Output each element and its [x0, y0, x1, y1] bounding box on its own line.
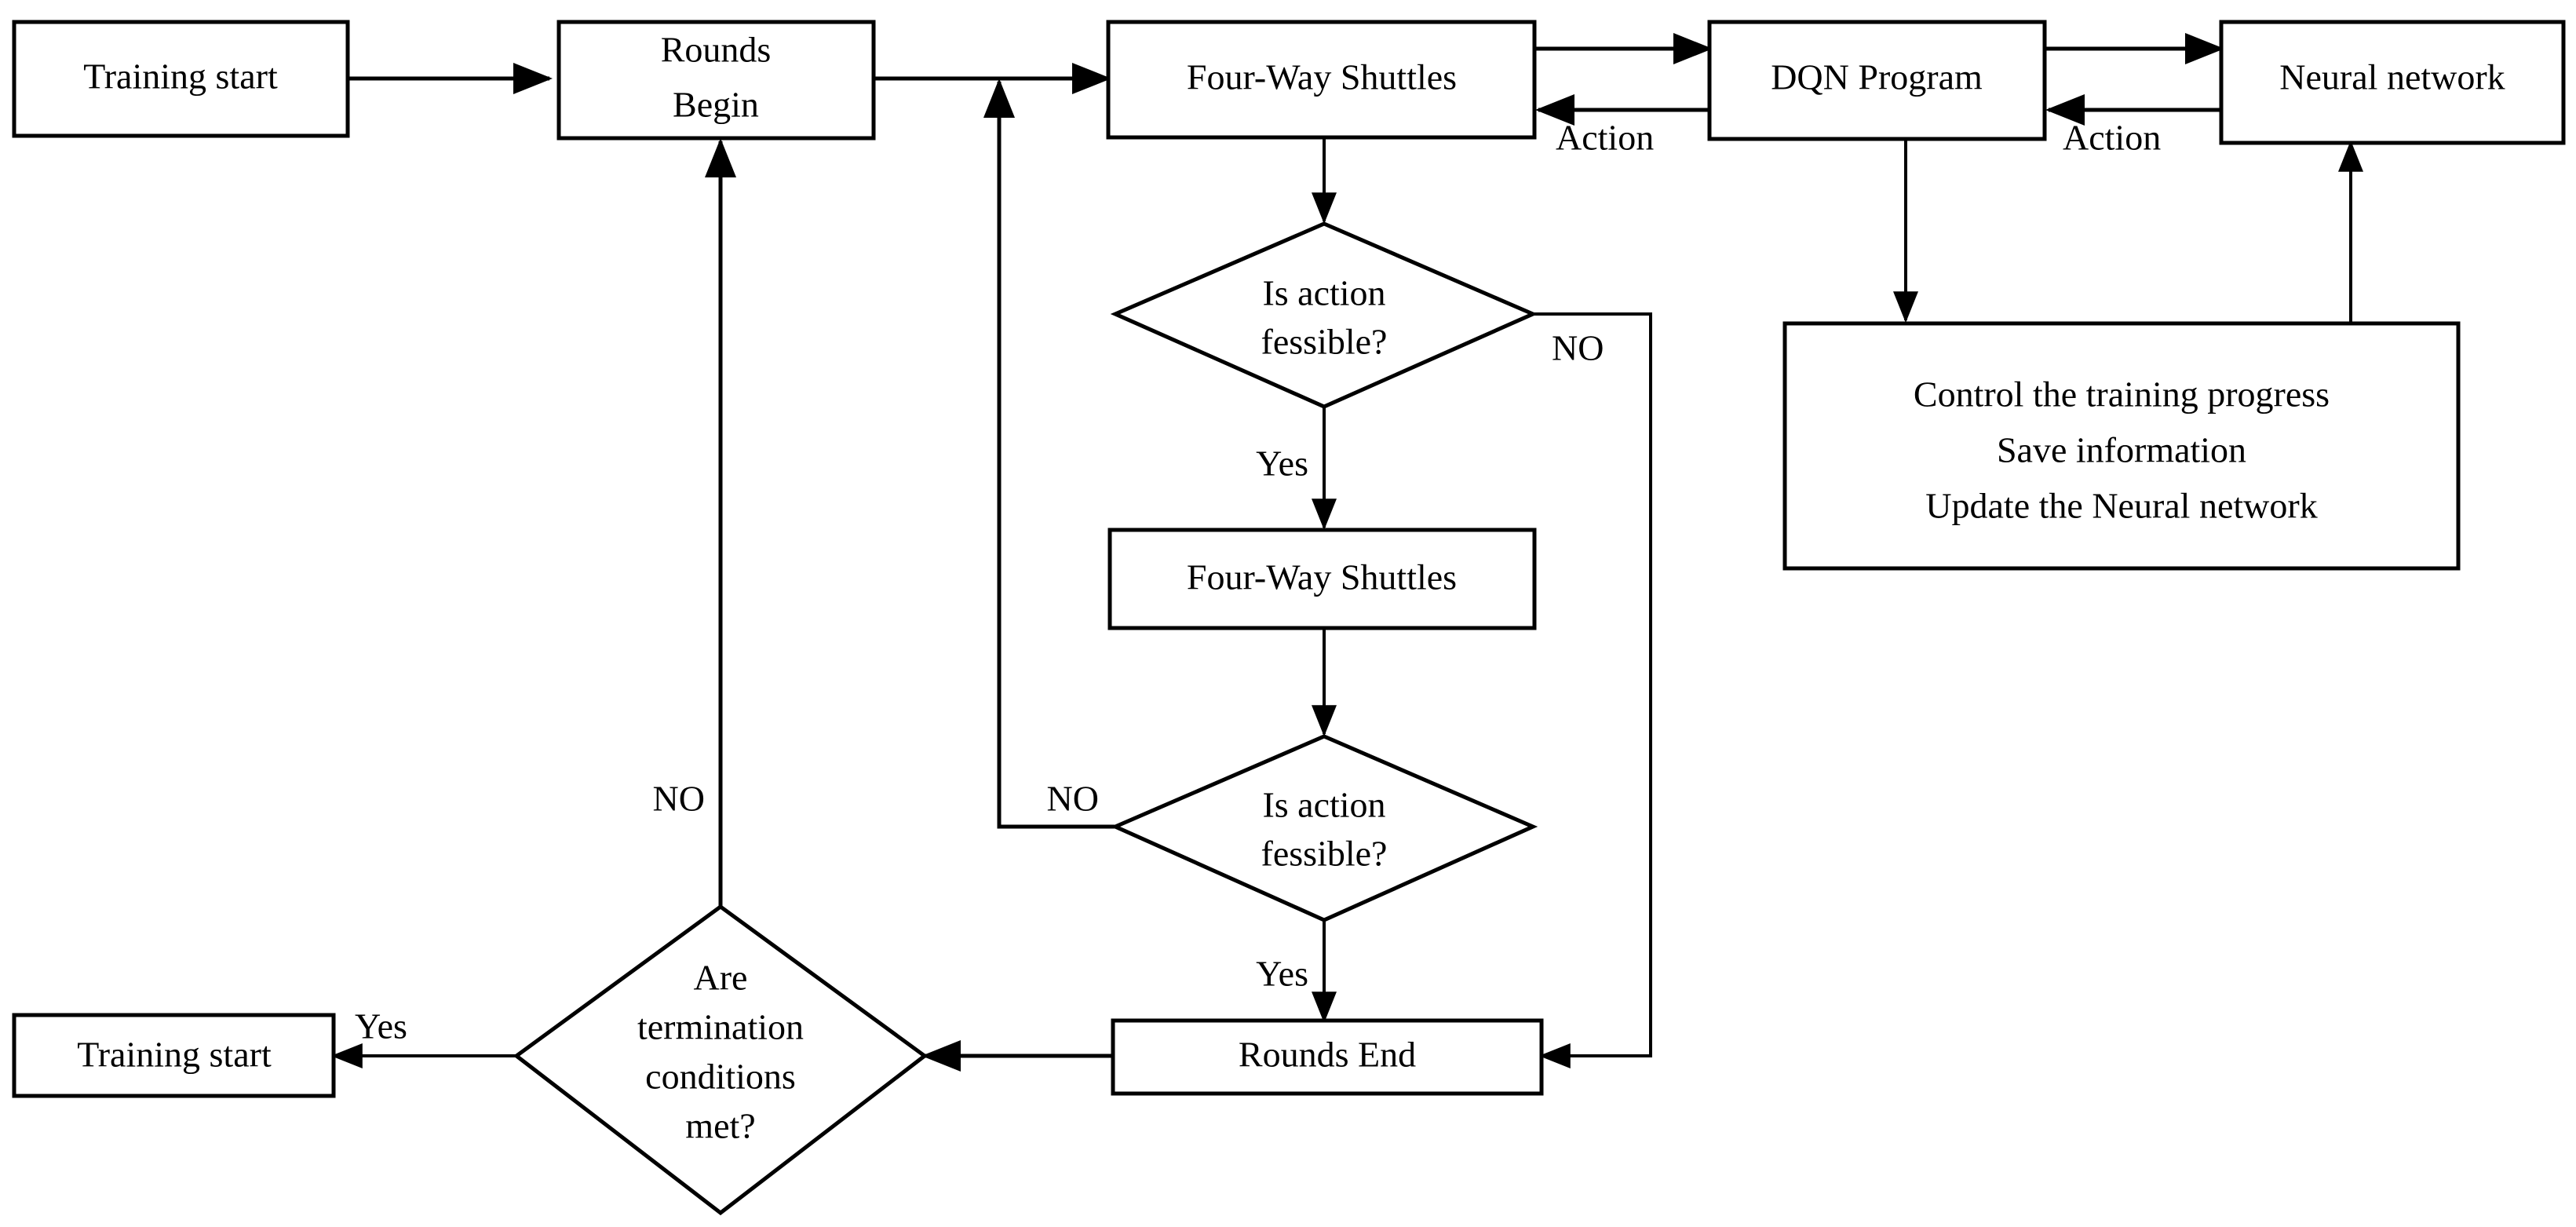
node-training-start-bottom[interactable]: Training start: [12, 1013, 336, 1098]
control-box-line2: Save information: [1997, 430, 2246, 470]
decision2-diamond[interactable]: [1110, 734, 1538, 922]
rounds-begin-box[interactable]: [556, 20, 876, 141]
decision1-label-line2: fessible?: [1261, 322, 1388, 362]
edge-label-action-left: Action: [1556, 118, 1654, 158]
node-dqn-program[interactable]: DQN Program: [1707, 20, 2047, 141]
node-decision-is-action-fessible-2[interactable]: Is action fessible?: [1110, 734, 1538, 922]
decision2-label-line2: fessible?: [1261, 834, 1388, 874]
four-way-shuttles-mid-label: Four-Way Shuttles: [1187, 557, 1457, 597]
node-neural-network[interactable]: Neural network: [2219, 20, 2566, 145]
decision1-diamond[interactable]: [1110, 221, 1538, 409]
edge-decision1-no-to-rounds-end: [1533, 312, 1652, 1068]
rounds-begin-label-line1: Rounds: [661, 30, 772, 70]
node-four-way-shuttles-top[interactable]: Four-Way Shuttles: [1106, 20, 1537, 140]
decision3-label-line2: termination: [637, 1007, 804, 1047]
control-box-line3: Update the Neural network: [1925, 486, 2317, 526]
rounds-begin-label-line2: Begin: [673, 85, 759, 125]
decision1-label-line1: Is action: [1262, 273, 1385, 313]
training-start-bottom-box[interactable]: [12, 1013, 336, 1098]
four-way-shuttles-mid-box[interactable]: [1107, 528, 1537, 630]
control-box-line1: Control the training progress: [1914, 374, 2330, 414]
node-four-way-shuttles-mid[interactable]: Four-Way Shuttles: [1107, 528, 1537, 630]
decision3-label-line1: Are: [694, 958, 748, 998]
training-start-bottom-label: Training start: [77, 1035, 272, 1075]
decision3-diamond[interactable]: [513, 904, 929, 1216]
edge-label-decision2-no: NO: [1047, 779, 1099, 819]
edge-label-decision3-no: NO: [653, 779, 705, 819]
edge-label-decision2-yes: Yes: [1256, 954, 1308, 994]
decision3-label-line3: conditions: [645, 1057, 796, 1097]
edge-decision2-no-to-rounds-begin-line: [983, 78, 1115, 829]
four-way-shuttles-top-label: Four-Way Shuttles: [1187, 57, 1457, 97]
node-decision-termination-conditions[interactable]: Are termination conditions met?: [513, 904, 929, 1216]
node-decision-is-action-fessible-1[interactable]: Is action fessible?: [1110, 221, 1538, 409]
edge-label-decision1-yes: Yes: [1256, 444, 1308, 484]
dqn-program-box[interactable]: [1707, 20, 2047, 141]
rounds-end-box[interactable]: [1111, 1018, 1544, 1096]
edge-label-decision1-no: NO: [1552, 328, 1604, 368]
dqn-program-label: DQN Program: [1771, 57, 1983, 97]
rounds-end-label: Rounds End: [1239, 1035, 1416, 1075]
decision3-label-line4: met?: [685, 1106, 755, 1146]
neural-network-box[interactable]: [2219, 20, 2566, 145]
edge-label-action-right: Action: [2063, 118, 2161, 158]
training-start-top-box[interactable]: [12, 20, 350, 138]
control-box-rect[interactable]: [1782, 321, 2461, 571]
node-rounds-end[interactable]: Rounds End: [1111, 1018, 1544, 1096]
four-way-shuttles-top-box[interactable]: [1106, 20, 1537, 140]
node-rounds-begin[interactable]: Rounds Begin: [556, 20, 876, 141]
node-training-start-top[interactable]: Training start: [12, 20, 350, 138]
node-control-box[interactable]: Control the training progress Save infor…: [1782, 321, 2461, 571]
neural-network-label: Neural network: [2279, 57, 2505, 97]
training-start-top-label: Training start: [83, 57, 278, 97]
decision2-label-line1: Is action: [1262, 785, 1385, 825]
edge-label-decision3-yes: Yes: [355, 1006, 407, 1046]
